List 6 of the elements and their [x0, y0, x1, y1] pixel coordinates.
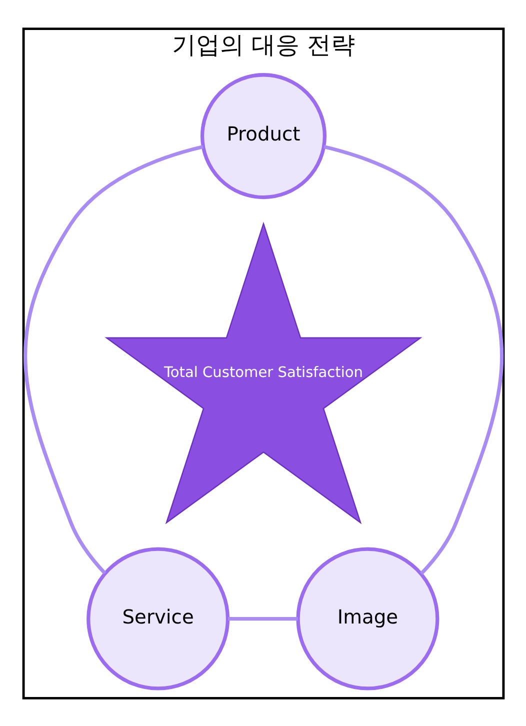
node-circle: Product: [200, 72, 326, 199]
connector: [323, 144, 503, 575]
connector: [228, 616, 298, 620]
node-circle: Service: [86, 546, 230, 690]
node-circle: Image: [296, 546, 439, 690]
connector: [23, 144, 203, 574]
